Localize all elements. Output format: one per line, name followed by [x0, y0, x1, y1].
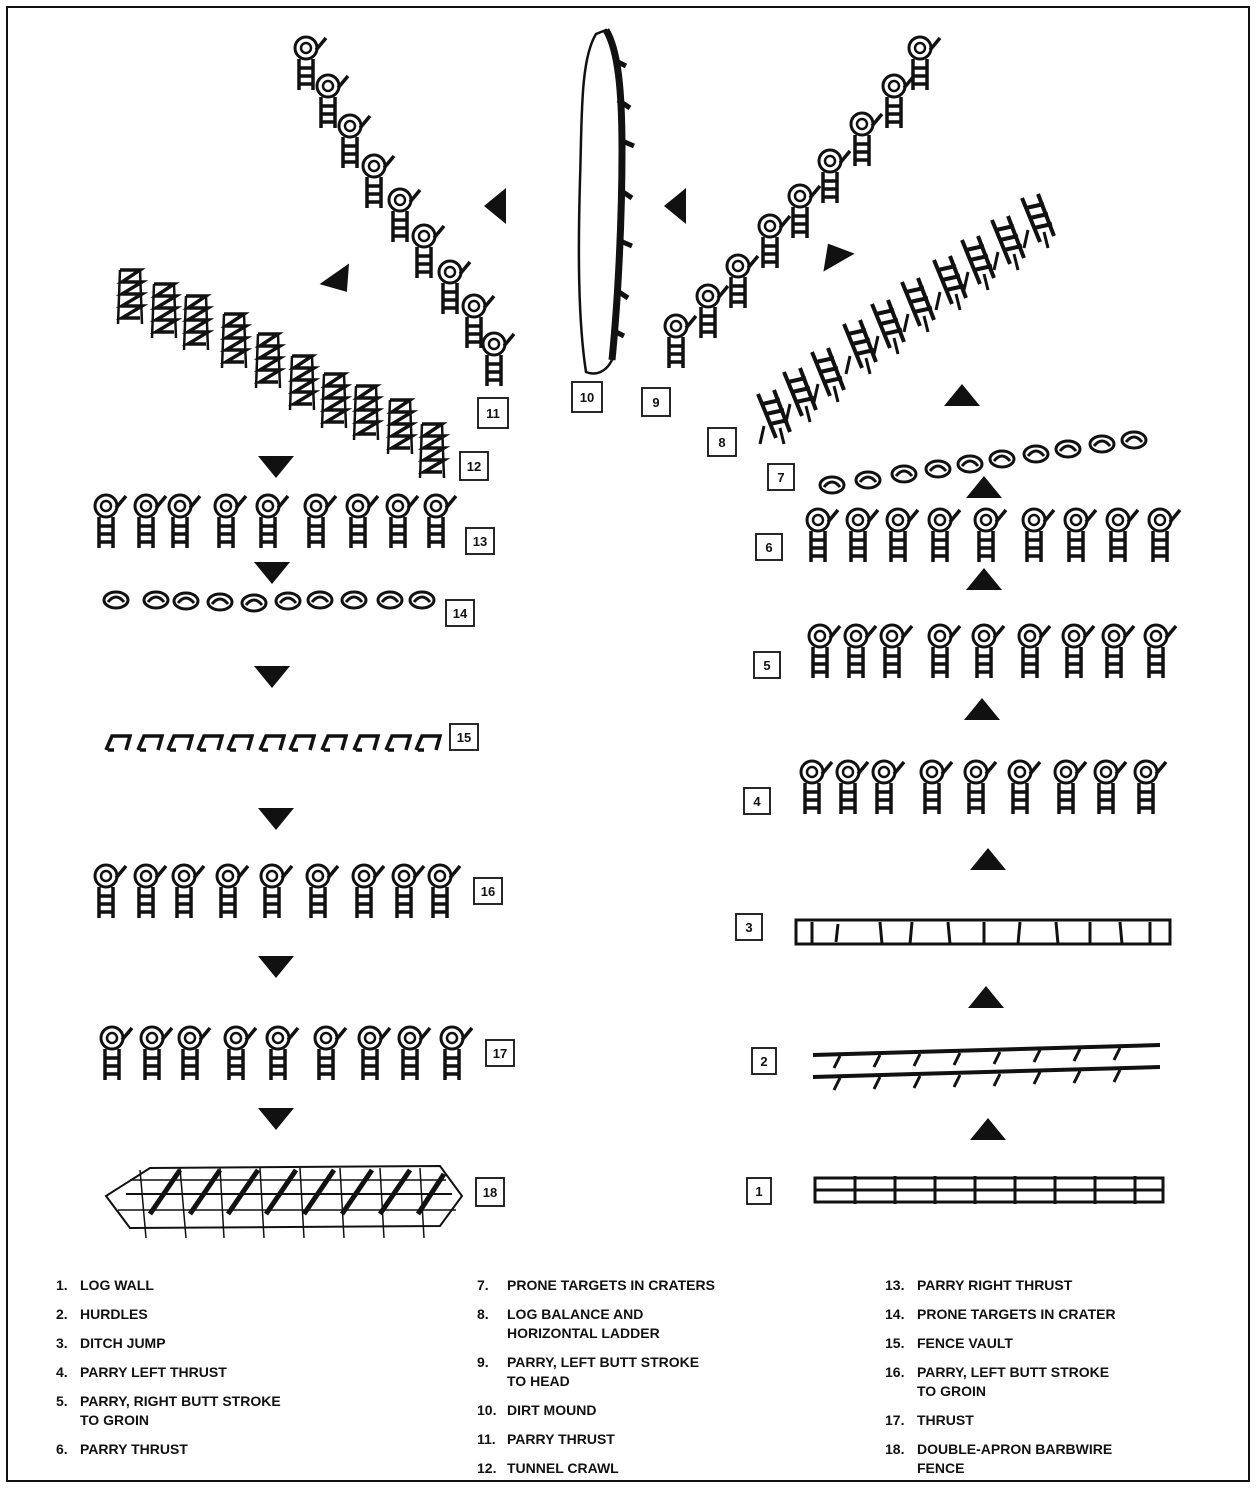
arrow-up-icon	[970, 1118, 1006, 1140]
station-number-6: 6	[765, 540, 772, 555]
station-box-4: 4	[744, 788, 770, 814]
station-box-16: 16	[474, 878, 502, 904]
station-box-9: 9	[642, 388, 670, 416]
upright-target-icon	[807, 509, 1180, 562]
station-box-6: 6	[756, 534, 782, 560]
prone-target-icon	[104, 592, 434, 611]
legend-item-5: 5.PARRY, RIGHT BUTT STROKE TO GROIN	[56, 1392, 436, 1430]
arrow-up-icon	[966, 568, 1002, 590]
station-box-1: 1	[747, 1178, 771, 1204]
ditch-icon	[796, 920, 1170, 944]
arrow-left-icon	[664, 188, 686, 224]
legend-item-3: 3.DITCH JUMP	[56, 1334, 436, 1353]
arrow-up-icon	[944, 384, 980, 406]
legend-item-4: 4.PARRY LEFT THRUST	[56, 1363, 436, 1382]
legend-item-10: 10.DIRT MOUND	[477, 1401, 857, 1420]
upright-target-icon	[101, 1027, 472, 1080]
legend-item-18: 18.DOUBLE-APRON BARBWIRE FENCE	[885, 1440, 1225, 1478]
legend-column-3: 13.PARRY RIGHT THRUST 14.PRONE TARGETS I…	[885, 1276, 1225, 1488]
arrow-up-left-icon	[812, 235, 854, 272]
station-box-14: 14	[446, 600, 474, 626]
arrow-up-icon	[964, 698, 1000, 720]
station-box-8: 8	[708, 428, 736, 456]
legend-item-8: 8.LOG BALANCE AND HORIZONTAL LADDER	[477, 1305, 857, 1343]
legend-item-9: 9.PARRY, LEFT BUTT STROKE TO HEAD	[477, 1353, 857, 1391]
arrow-down-icon	[254, 666, 290, 688]
station-number-9: 9	[652, 395, 659, 410]
station-box-5: 5	[754, 652, 780, 678]
legend-item-15: 15.FENCE VAULT	[885, 1334, 1225, 1353]
upright-target-icon	[95, 865, 460, 918]
station-number-12: 12	[467, 459, 481, 474]
upright-target-icon	[95, 495, 456, 548]
station-number-5: 5	[763, 658, 770, 673]
legend-column-1: 1.LOG WALL 2.HURDLES 3.DITCH JUMP 4.PARR…	[56, 1276, 436, 1469]
dirt-mound-icon	[579, 30, 634, 374]
upright-target-icon	[809, 625, 1176, 678]
arrow-up-icon	[970, 848, 1006, 870]
arrow-down-icon	[254, 562, 290, 584]
legend-item-1: 1.LOG WALL	[56, 1276, 436, 1295]
station-box-11: 11	[478, 398, 508, 428]
legend-column-2: 7.PRONE TARGETS IN CRATERS 8.LOG BALANCE…	[477, 1276, 857, 1488]
legend-item-11: 11.PARRY THRUST	[477, 1430, 857, 1449]
station-number-15: 15	[457, 730, 471, 745]
station-number-16: 16	[481, 884, 495, 899]
station-box-10: 10	[572, 382, 602, 412]
barbwire-fence-icon	[106, 1166, 462, 1238]
tunnel-icon	[118, 270, 444, 478]
station-box-3: 3	[736, 914, 762, 940]
arrow-up-icon	[968, 986, 1004, 1008]
legend-item-7: 7.PRONE TARGETS IN CRATERS	[477, 1276, 857, 1295]
legend-item-17: 17.THRUST	[885, 1411, 1225, 1430]
log-wall-icon	[815, 1176, 1163, 1204]
station-number-13: 13	[473, 534, 487, 549]
upright-target-icon	[801, 761, 1166, 814]
arrow-down-icon	[258, 956, 294, 978]
legend-item-6: 6.PARRY THRUST	[56, 1440, 436, 1459]
station-box-12: 12	[460, 452, 488, 480]
arrow-down-icon	[258, 456, 294, 478]
legend-item-16: 16.PARRY, LEFT BUTT STROKE TO GROIN	[885, 1363, 1225, 1401]
station-number-7: 7	[777, 470, 784, 485]
station-number-8: 8	[718, 435, 725, 450]
station-number-2: 2	[760, 1054, 767, 1069]
station-box-18: 18	[476, 1178, 504, 1206]
legend-item-13: 13.PARRY RIGHT THRUST	[885, 1276, 1225, 1295]
arrow-left-icon	[484, 188, 506, 224]
station-box-15: 15	[450, 724, 478, 750]
station-number-1: 1	[755, 1184, 762, 1199]
station-box-17: 17	[486, 1040, 514, 1066]
legend-item-2: 2.HURDLES	[56, 1305, 436, 1324]
fence-vault-icon	[106, 736, 440, 750]
upright-target-icon	[665, 37, 940, 368]
legend-item-12: 12.TUNNEL CRAWL	[477, 1459, 857, 1478]
station-number-4: 4	[753, 794, 761, 809]
arrow-up-icon	[966, 476, 1002, 498]
arrow-down-left-icon	[320, 263, 362, 302]
station-number-10: 10	[580, 390, 594, 405]
station-number-3: 3	[745, 920, 752, 935]
station-number-14: 14	[453, 606, 468, 621]
arrow-down-icon	[258, 808, 294, 830]
hurdles-icon	[813, 1045, 1160, 1090]
station-number-18: 18	[483, 1185, 497, 1200]
station-box-13: 13	[466, 528, 494, 554]
legend-item-14: 14.PRONE TARGETS IN CRATER	[885, 1305, 1225, 1324]
station-box-7: 7	[768, 464, 794, 490]
upright-target-icon	[295, 37, 514, 386]
arrow-down-icon	[258, 1108, 294, 1130]
station-number-11: 11	[486, 406, 500, 421]
station-box-2: 2	[752, 1048, 776, 1074]
station-number-17: 17	[493, 1046, 507, 1061]
